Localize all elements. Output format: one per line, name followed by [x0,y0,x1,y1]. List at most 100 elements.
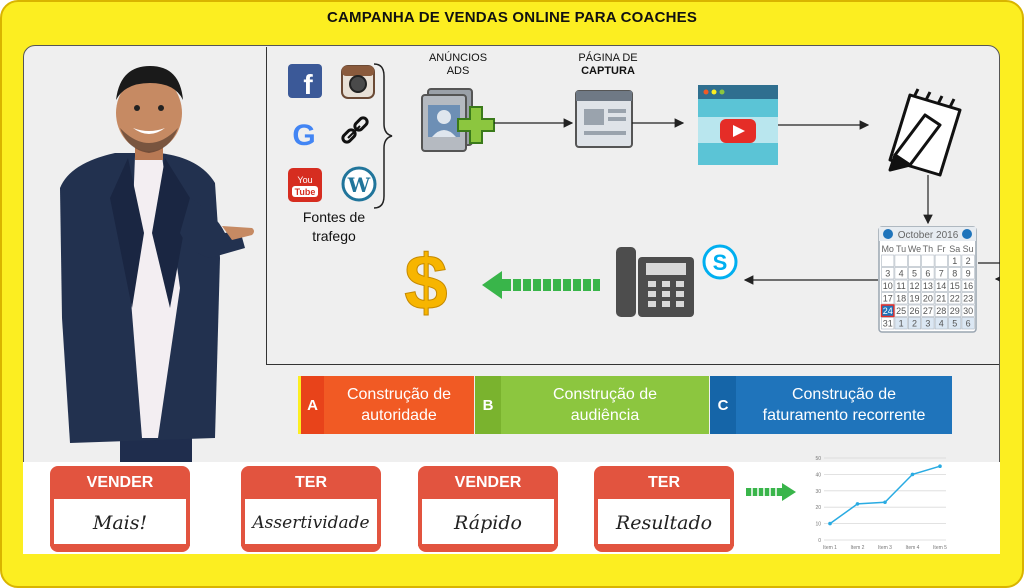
calendar-header: October 2016 [898,230,959,241]
calendar-date: 4 [939,319,944,329]
calendar-cell [961,279,975,292]
chart-point [883,500,887,505]
calendar-cell [894,279,908,292]
chart-ytick-label: 30 [815,489,821,495]
chart-series-line [829,465,941,525]
calendar-cell [894,267,908,280]
calendar-date: 11 [896,281,905,291]
youtube-icon: You Tube [288,168,322,202]
svg-text:W: W [347,173,371,197]
calendar-date: 16 [963,281,973,291]
badge-ter-resultado: TER Resultado [594,466,734,552]
calendar-cell [948,267,962,280]
calendar-date: 14 [936,281,946,291]
calendar-date: 18 [896,294,906,304]
calendar-cell [921,292,935,305]
calendar-date: 13 [923,281,933,291]
calendar-cell [907,267,921,280]
calendar-date: 24 [883,306,893,316]
calendar-date: 2 [912,319,917,329]
calendar-cell [934,254,948,267]
chart-ytick-label: 40 [815,472,821,478]
stage-c-letter: C [710,376,736,434]
calendar-cell [961,292,975,305]
calendar-cell [907,317,921,330]
calendar-date: 6 [966,319,971,329]
badge-vender-rapido: VENDER Rápido [418,466,558,552]
svg-text:Tube: Tube [295,187,316,197]
calendar-date: 8 [952,269,957,279]
chart-xtick-label: Item 5 [933,545,947,551]
calendar-date: 28 [936,306,946,316]
calendar-date: 29 [950,306,960,316]
green-arrow-icon [482,271,600,299]
calendar-cell [934,279,948,292]
calendar-cell [948,317,962,330]
calendar-cell [907,304,921,317]
notepad-pen-icon [888,88,962,177]
presenter-figure [60,66,254,463]
chart-point [910,472,915,477]
svg-text:$: $ [404,238,447,326]
calendar-date: 1 [899,319,904,329]
video-player-icon [698,85,778,165]
calendar-day-label: Fr [937,244,946,254]
calendar-cell [894,254,908,267]
flow-diagram: S $ [404,85,1000,327]
calendar-cell [907,254,921,267]
badge-vender-mais: VENDER Mais! [50,466,190,552]
calendar-cell [948,292,962,305]
google-icon: G [292,119,315,152]
capture-page-label: PÁGINA DE CAPTURA [578,52,638,77]
calendar-cell [881,292,895,305]
calendar-cell [907,279,921,292]
chart-xtick-label: Item 3 [878,545,892,551]
chart-point [828,521,832,526]
calendar-date: 15 [950,281,960,291]
calendar-day-label: Su [963,244,974,254]
calendar-day-label: Mo [881,244,894,254]
calendar-date: 12 [909,281,919,291]
chart-xtick-label: Item 1 [823,545,837,551]
calendar-date: 17 [883,294,893,304]
calendar-date: 9 [966,269,971,279]
chart-point [855,502,860,506]
skype-icon: S [702,244,738,280]
ads-label: ANÚNCIOS ADS [428,52,488,77]
calendar-cell [948,279,962,292]
chart-point [938,464,942,468]
sources-brace [373,63,393,209]
calendar-date: 20 [923,294,933,304]
flow-area [266,47,999,365]
calendar-date: 31 [883,319,893,329]
calendar-date: 7 [939,269,944,279]
calendar-day-label: Th [923,244,934,254]
calendar-cell [934,317,948,330]
calendar-cell [961,317,975,330]
traffic-sources-label: Fontes de trafego [302,209,366,244]
calendar-day-label: Sa [949,244,960,254]
calendar-day-label: Tu [896,244,906,254]
calendar-date: 30 [963,306,973,316]
page-title: CAMPANHA DE VENDAS ONLINE PARA COACHES [326,9,698,26]
calendar-date: 4 [899,269,904,279]
calendar-date: 1 [952,256,957,266]
calendar-date: 23 [963,294,973,304]
chart-xtick-label: Item 4 [906,545,920,551]
calendar-cell [907,292,921,305]
calendar-cell [921,304,935,317]
link-icon [341,116,369,144]
svg-text:f: f [303,69,313,100]
calendar-cell [921,267,935,280]
calendar-date: 3 [885,269,890,279]
calendar-date: 3 [925,319,930,329]
svg-text:G: G [292,119,315,152]
calendar-cell [934,292,948,305]
